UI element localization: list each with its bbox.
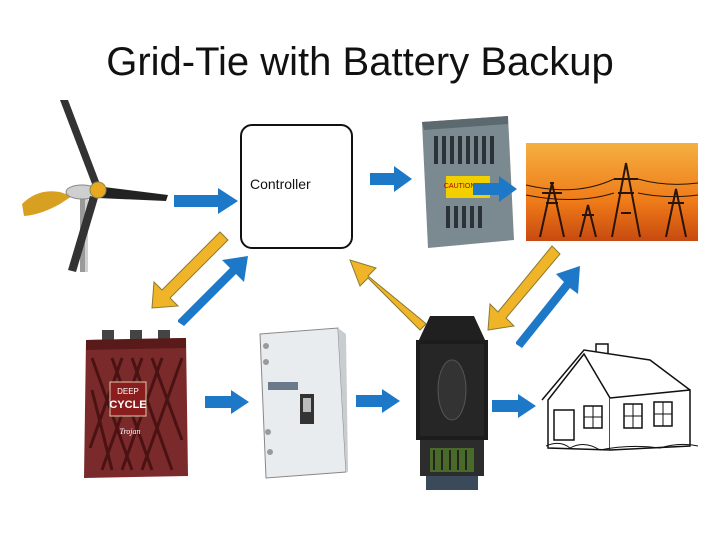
slide-title: Grid-Tie with Battery Backup bbox=[106, 40, 614, 84]
arrow-inverter-to-controller-yellow bbox=[349, 259, 427, 331]
arrow-controller-to-battery-yellow bbox=[151, 231, 229, 309]
house-image bbox=[541, 343, 699, 451]
controller-box: Controller bbox=[240, 124, 353, 249]
wind-turbine-image bbox=[22, 100, 168, 272]
power-lines-image bbox=[525, 143, 699, 241]
arrow-controller-to-charge-controller bbox=[370, 166, 412, 192]
disconnect-box-image bbox=[259, 327, 348, 479]
arrow-inverter-to-grid-yellow bbox=[487, 245, 561, 331]
battery-image: DEEP CYCLE Trojan bbox=[84, 330, 188, 478]
arrow-grid-to-house-blue bbox=[516, 266, 580, 348]
arrow-battery-to-controller-blue bbox=[178, 256, 248, 326]
battery-label-cycle: CYCLE bbox=[109, 399, 146, 411]
controller-label: Controller bbox=[250, 176, 311, 192]
arrow-disconnect-to-inverter bbox=[356, 389, 400, 413]
charge-controller-image: CAUTION HOT bbox=[422, 116, 514, 248]
caution-label: CAUTION HOT bbox=[444, 183, 493, 190]
arrow-turbine-to-controller bbox=[174, 188, 238, 214]
arrow-charge-controller-to-grid bbox=[473, 176, 517, 202]
battery-brand: Trojan bbox=[119, 427, 140, 436]
arrow-battery-to-disconnect bbox=[205, 390, 249, 414]
inverter-image bbox=[416, 316, 488, 490]
arrow-inverter-to-house bbox=[492, 394, 536, 418]
battery-label-deep: DEEP bbox=[117, 387, 139, 396]
